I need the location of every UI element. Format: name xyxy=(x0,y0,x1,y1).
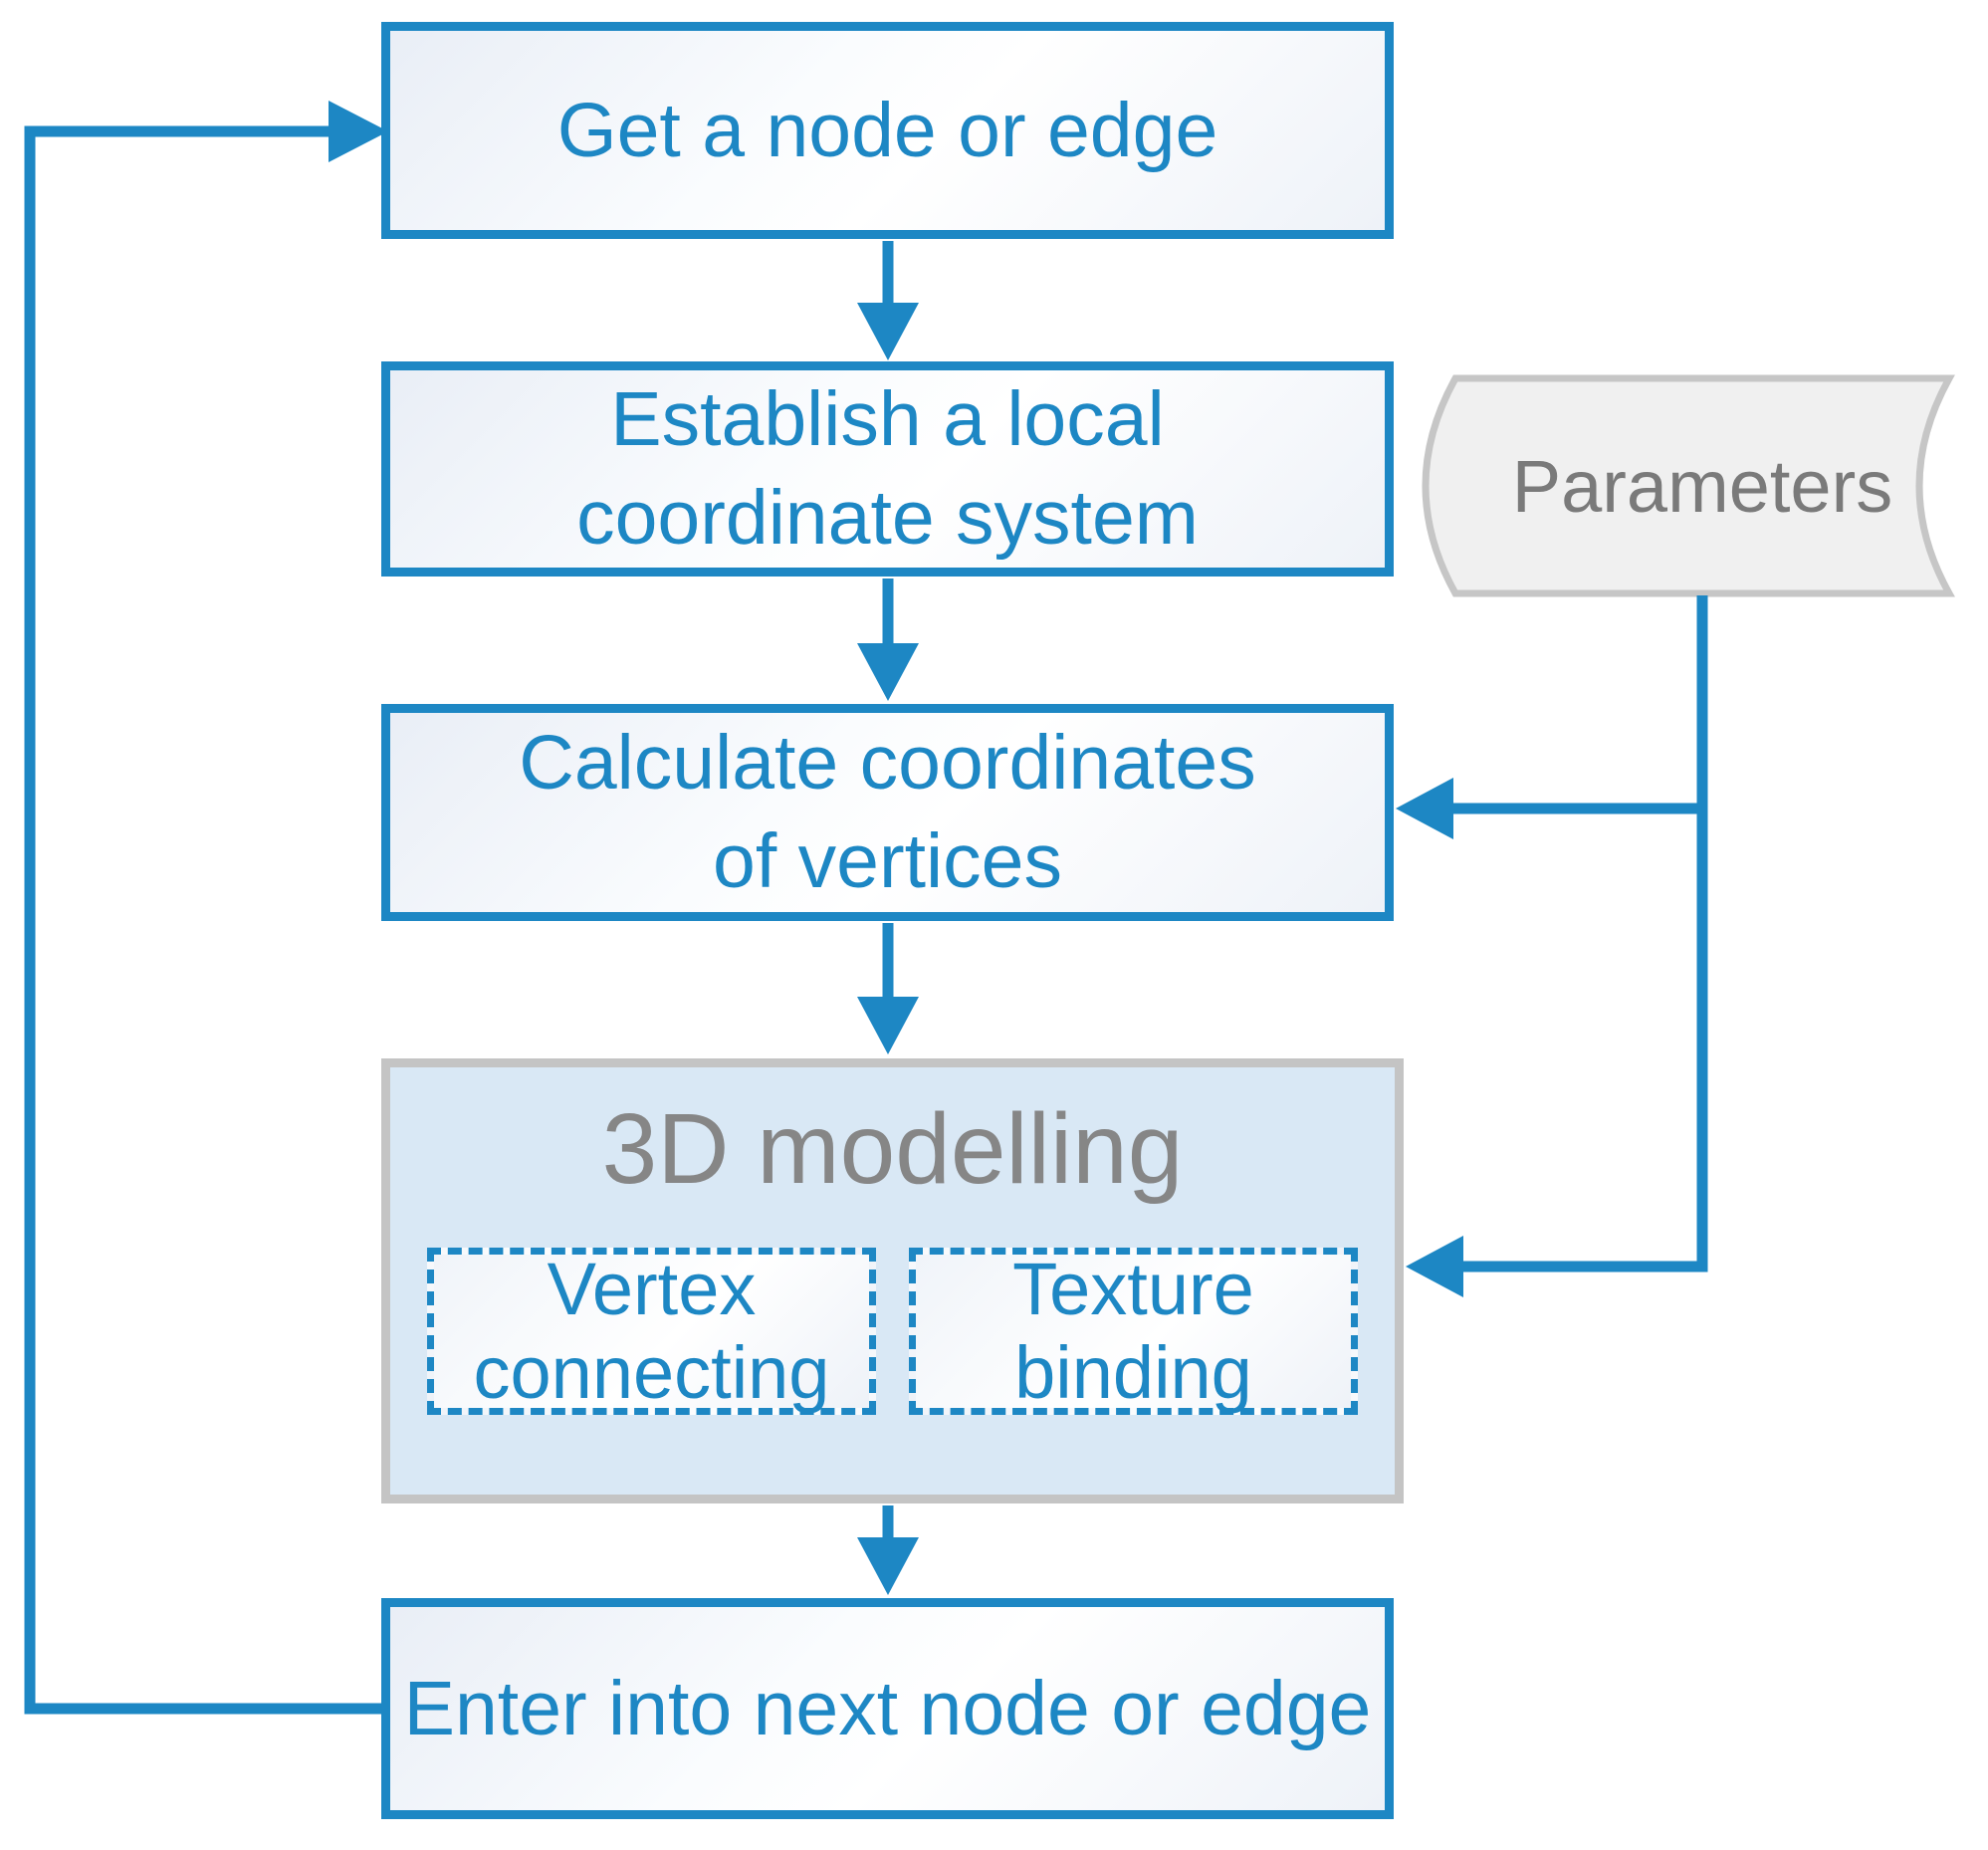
arrow-down-4-head xyxy=(857,1537,919,1595)
node-enter-next-node-or-edge: Enter into next node or edge xyxy=(381,1598,1394,1819)
datastore-parameters: Parameters xyxy=(1455,378,1949,593)
node-vertex-connecting-label: Vertex connecting xyxy=(473,1248,830,1414)
node-establish-coordinate-system-label: Establish a local coordinate system xyxy=(576,376,1199,561)
arrow-down-2-head xyxy=(857,643,919,701)
node-texture-binding-label: Texture binding xyxy=(1012,1248,1254,1414)
node-get-node-or-edge-label: Get a node or edge xyxy=(556,87,1218,173)
loop-arrowhead xyxy=(329,101,388,162)
node-calculate-vertices-label: Calculate coordinates of vertices xyxy=(519,720,1256,904)
node-vertex-connecting: Vertex connecting xyxy=(427,1248,876,1415)
arrow-down-1-head xyxy=(857,303,919,360)
3d-modelling-subprocess-row: Vertex connecting Texture binding xyxy=(390,1248,1395,1415)
node-get-node-or-edge: Get a node or edge xyxy=(381,22,1394,239)
node-texture-binding: Texture binding xyxy=(909,1248,1358,1415)
parameters-arrowhead-modelling xyxy=(1406,1236,1463,1297)
loop-connector xyxy=(24,125,388,1715)
arrow-down-3-head xyxy=(857,997,919,1054)
node-calculate-vertices: Calculate coordinates of vertices xyxy=(381,704,1394,921)
node-enter-next-node-or-edge-label: Enter into next node or edge xyxy=(403,1665,1372,1751)
parameters-connector xyxy=(1461,595,1708,1272)
3d-modelling-title: 3D modelling xyxy=(601,1093,1184,1205)
node-establish-coordinate-system: Establish a local coordinate system xyxy=(381,361,1394,577)
parameters-arrowhead-step3 xyxy=(1396,778,1453,839)
node-3d-modelling-panel: 3D modelling Vertex connecting Texture b… xyxy=(381,1058,1404,1503)
datastore-shape xyxy=(1422,374,1955,597)
datastore-parameters-label: Parameters xyxy=(1511,444,1893,528)
